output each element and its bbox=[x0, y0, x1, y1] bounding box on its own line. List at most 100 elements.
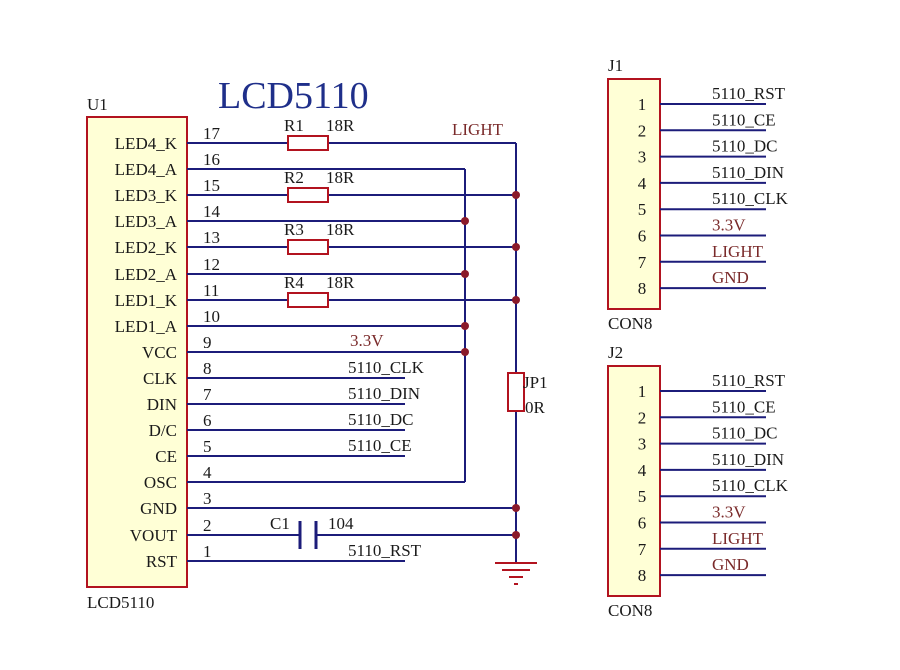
connector-ref: J1 bbox=[608, 56, 623, 75]
pin-name: LED1_K bbox=[115, 291, 178, 310]
connector-pin-number: 2 bbox=[638, 408, 647, 427]
pin-name: LED2_K bbox=[115, 238, 178, 257]
connector-j2: J2CON815110_RST25110_CE35110_DC45110_DIN… bbox=[607, 343, 789, 620]
pin-name: VOUT bbox=[130, 526, 178, 545]
pin-number: 3 bbox=[203, 489, 212, 508]
pin-name: CE bbox=[155, 447, 177, 466]
pin-name: DIN bbox=[147, 395, 177, 414]
connectors: J1CON815110_RST25110_CE35110_DC45110_DIN… bbox=[607, 56, 789, 620]
pin-name: D/C bbox=[149, 421, 177, 440]
connector-pin-number: 6 bbox=[638, 514, 647, 533]
u1-pin: D/C6 bbox=[149, 411, 212, 440]
pin-number: 4 bbox=[203, 463, 212, 482]
pin-number: 15 bbox=[203, 176, 220, 195]
u1-body bbox=[86, 116, 188, 588]
pin-number: 16 bbox=[203, 150, 220, 169]
connector-net-label: LIGHT bbox=[712, 242, 764, 261]
connector-pin: 63.3V bbox=[638, 503, 766, 533]
junction bbox=[512, 296, 520, 304]
resistor-value: 18R bbox=[326, 168, 355, 187]
connector-pin-number: 7 bbox=[638, 540, 647, 559]
u1-pins: LED4_K17LED4_A16LED3_K15LED3_A14LED2_K13… bbox=[115, 124, 221, 571]
connector-pin-number: 4 bbox=[638, 174, 647, 193]
connector-pin-number: 8 bbox=[638, 566, 647, 585]
junction bbox=[461, 270, 469, 278]
resistor-value: 18R bbox=[326, 273, 355, 292]
pin-number: 14 bbox=[203, 202, 221, 221]
u1-part: LCD5110 bbox=[87, 593, 154, 612]
u1-net-labels: LIGHT3.3V5110_CLK5110_DIN5110_DC5110_CE5… bbox=[348, 120, 504, 560]
u1-pin: RST 1 bbox=[146, 542, 212, 571]
pin-name: OSC bbox=[144, 473, 177, 492]
u1-pin: LED3_A 14 bbox=[115, 202, 221, 231]
connector-body bbox=[607, 365, 661, 597]
junction bbox=[512, 504, 520, 512]
pin-name: GND bbox=[140, 499, 177, 518]
connector-pin-number: 3 bbox=[638, 148, 647, 167]
connector-pin: 4 5110_DIN bbox=[638, 163, 784, 193]
resistor-ref: R3 bbox=[284, 220, 304, 239]
net-label-ce: 5110_CE bbox=[348, 436, 412, 455]
connector-net-label: 3.3V bbox=[712, 216, 746, 235]
u1-pin: LED4_A16 bbox=[115, 150, 220, 179]
junction bbox=[512, 243, 520, 251]
pin-number: 11 bbox=[203, 281, 219, 300]
connector-pin-number: 1 bbox=[638, 382, 647, 401]
resistor-body bbox=[287, 135, 329, 151]
connector-pin-number: 6 bbox=[638, 227, 647, 246]
junction bbox=[461, 348, 469, 356]
resistor-value: 18R bbox=[326, 116, 355, 135]
net-label-din: 5110_DIN bbox=[348, 384, 420, 403]
pin-name: VCC bbox=[142, 343, 177, 362]
pin-name: RST bbox=[146, 552, 178, 571]
net-label-dc: 5110_DC bbox=[348, 410, 414, 429]
net-label-vcc: 3.3V bbox=[350, 331, 384, 350]
u1-ref: U1 bbox=[87, 95, 108, 114]
pin-name: LED3_A bbox=[115, 212, 178, 231]
connector-part: CON8 bbox=[608, 314, 652, 333]
resistor-ref: R4 bbox=[284, 273, 304, 292]
pin-number: 2 bbox=[203, 516, 212, 535]
connector-pin-number: 2 bbox=[638, 121, 647, 140]
connector-pin: 6 3.3V bbox=[638, 216, 766, 246]
pin-name: CLK bbox=[143, 369, 178, 388]
ground-symbol bbox=[495, 562, 537, 585]
connector-net-label: 5110_CE bbox=[712, 110, 776, 129]
connector-net-label: 5110_RST bbox=[712, 371, 786, 390]
pin-number: 8 bbox=[203, 359, 212, 378]
u1-pin: LED2_A12 bbox=[115, 255, 220, 284]
pin-number: 1 bbox=[203, 542, 212, 561]
net-label-light: LIGHT bbox=[452, 120, 504, 139]
connector-pin-number: 7 bbox=[638, 253, 647, 272]
connector-body bbox=[607, 78, 661, 310]
capacitor-value: 104 bbox=[328, 514, 354, 533]
u1-pin: GND 3 bbox=[140, 489, 211, 518]
connector-net-label: 5110_DIN bbox=[712, 163, 784, 182]
connector-pin-number: 4 bbox=[638, 461, 647, 480]
u1-pin: LED4_K17 bbox=[115, 124, 221, 153]
diagram-title: LCD5110 bbox=[218, 75, 369, 117]
u1-pin: LED1_K 11 bbox=[115, 281, 220, 310]
connector-pin: 8 GND bbox=[638, 555, 766, 585]
connector-net-label: 5110_CLK bbox=[712, 476, 789, 495]
connector-net-label: 5110_RST bbox=[712, 84, 786, 103]
resistor-body bbox=[287, 187, 329, 203]
connector-net-label: GND bbox=[712, 555, 749, 574]
wires bbox=[187, 142, 537, 585]
connector-net-label: 5110_DC bbox=[712, 424, 778, 443]
connector-net-label: 5110_DIN bbox=[712, 450, 784, 469]
net-label-rst: 5110_RST bbox=[348, 541, 422, 560]
connector-pin-number: 5 bbox=[638, 487, 647, 506]
